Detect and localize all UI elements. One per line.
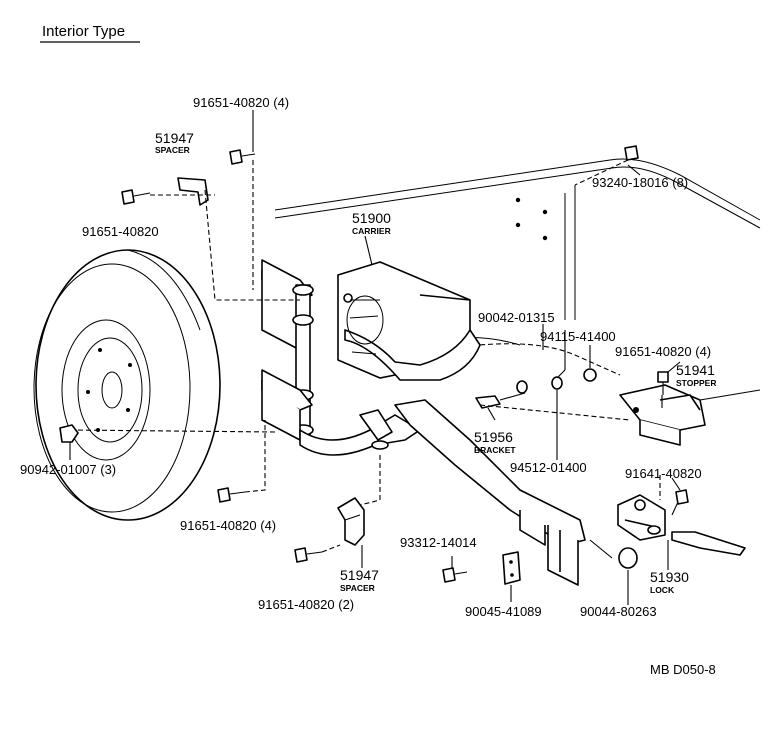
label-part-2-name: SPACER — [155, 145, 190, 155]
spacer-top-part — [177, 177, 209, 206]
carrier-arm — [299, 399, 586, 586]
label-part-15: 93312-14014 — [400, 535, 477, 550]
label-part-13: 91641-40820 — [625, 466, 702, 481]
vehicle-body-outline — [274, 158, 761, 401]
part-labels: 91651-40820 (4) 51947 SPACER 91651-40820… — [20, 95, 716, 619]
label-part-17-name: LOCK — [650, 585, 675, 595]
label-part-16-name: SPACER — [340, 583, 375, 593]
plate-part — [502, 551, 521, 585]
spare-tire — [33, 249, 276, 521]
label-part-18: 91651-40820 (2) — [258, 597, 354, 612]
label-part-2-number: 51947 — [155, 130, 194, 146]
label-part-9-name: STOPPER — [676, 378, 716, 388]
diagram-code: MB D050-8 — [650, 662, 716, 677]
label-part-14: 91651-40820 (4) — [180, 518, 276, 533]
label-part-9-number: 51941 — [676, 362, 715, 378]
label-part-11: 94512-01400 — [510, 460, 587, 475]
spacer-bottom-part — [337, 497, 365, 546]
fasteners — [59, 145, 689, 583]
lock-part — [617, 494, 746, 556]
label-part-6: 90042-01315 — [478, 310, 555, 325]
diagram-title: Interior Type — [42, 23, 125, 40]
label-part-1: 91651-40820 (4) — [193, 95, 289, 110]
label-part-5: 93240-18016 (8) — [592, 175, 688, 190]
carrier-box — [337, 261, 481, 381]
label-part-17-number: 51930 — [650, 569, 689, 585]
label-part-20: 90044-80263 — [580, 604, 657, 619]
hinge-assembly — [261, 259, 314, 441]
label-part-8: 91651-40820 (4) — [615, 344, 711, 359]
leader-lines — [69, 110, 681, 605]
label-part-12: 90942-01007 (3) — [20, 462, 116, 477]
label-part-7: 94115-41400 — [540, 329, 616, 344]
label-part-3: 91651-40820 — [82, 224, 159, 239]
label-part-4-number: 51900 — [352, 210, 391, 226]
label-part-16-number: 51947 — [340, 567, 379, 583]
label-part-4-name: CARRIER — [352, 226, 391, 236]
label-part-19: 90045-41089 — [465, 604, 542, 619]
label-part-10-number: 51956 — [474, 429, 513, 445]
label-part-10-name: BRACKET — [474, 445, 516, 455]
